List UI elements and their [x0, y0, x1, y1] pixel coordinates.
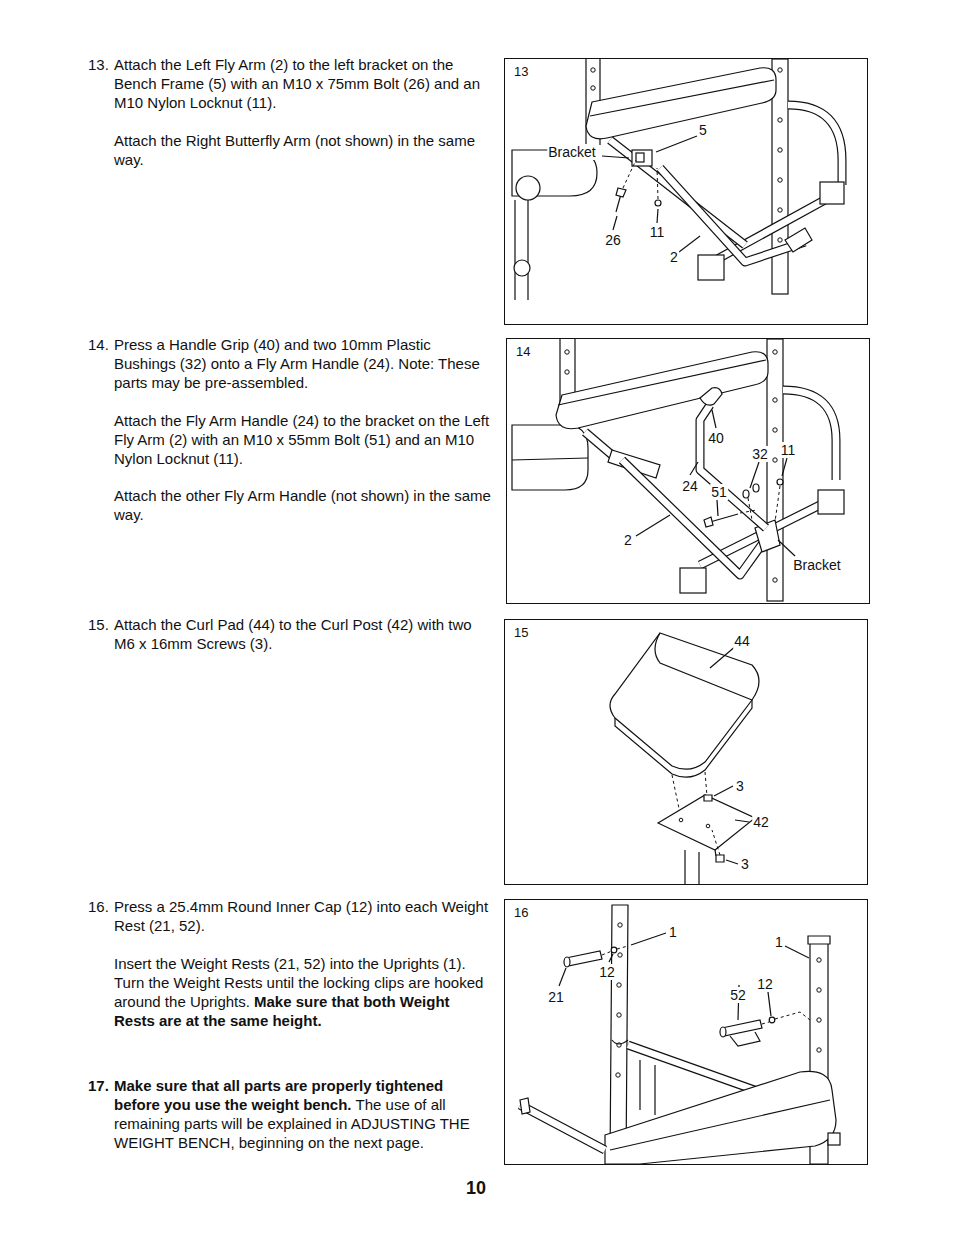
figure-panel: 16 — [504, 899, 868, 1165]
instruction-sentence: Attach the Right Butterfly Arm (not show… — [114, 132, 475, 168]
callout-number: 11 — [649, 224, 666, 240]
instruction-text: Attach the Left Fly Arm (2) to the left … — [114, 55, 492, 112]
callout-number: 3 — [740, 856, 750, 872]
instruction-sentence: Attach the other Fly Arm Handle (not sho… — [114, 487, 491, 523]
step-number: 15. — [88, 615, 109, 634]
callout-number: 5 — [698, 122, 708, 138]
callout-number: 26 — [604, 232, 622, 248]
step-number: 16. — [88, 897, 109, 916]
page-number: 10 — [465, 1178, 487, 1198]
instruction-text: Insert the Weight Rests (21, 52) into th… — [114, 954, 492, 1030]
step-13-drawing — [512, 59, 844, 300]
callout-number: Bracket — [547, 144, 596, 160]
step-number: 13. — [88, 55, 109, 74]
instruction-text: Press a 25.4mm Round Inner Cap (12) into… — [114, 897, 492, 935]
step-number: 17. — [88, 1076, 109, 1095]
callout-number: 3 — [735, 778, 745, 794]
instruction-text: Attach the other Fly Arm Handle (not sho… — [114, 486, 492, 524]
figure-panel: 13 — [504, 58, 868, 325]
callout-number: 44 — [733, 633, 751, 649]
callout-number: 1 — [774, 934, 784, 950]
callout-number: 52 — [729, 987, 747, 1003]
panel-number: 15 — [514, 625, 528, 640]
instruction-sentence: Attach the Fly Arm Handle (24) to the br… — [114, 412, 489, 467]
instruction-text: Attach the Right Butterfly Arm (not show… — [114, 131, 492, 169]
callout-number: 40 — [707, 430, 725, 446]
callout-number: 12 — [598, 964, 616, 980]
instruction-sentence: Attach the Left Fly Arm (2) to the left … — [114, 56, 480, 111]
step-15-drawing — [610, 633, 759, 884]
instruction-text: Make sure that all parts are properly ti… — [114, 1076, 492, 1152]
instruction-sentence: Press a 25.4mm Round Inner Cap (12) into… — [114, 898, 488, 934]
instruction-text: Press a Handle Grip (40) and two 10mm Pl… — [114, 335, 492, 392]
callout-number: 32 — [751, 446, 769, 462]
callout-number: 2 — [623, 532, 633, 548]
step-14-drawing — [512, 339, 844, 601]
callout-number: 11 — [780, 442, 797, 458]
instruction-sentence: Press a Handle Grip (40) and two 10mm Pl… — [114, 336, 480, 391]
panel-number: 14 — [516, 344, 530, 359]
callout-number: 24 — [681, 478, 699, 494]
instruction-text: Attach the Fly Arm Handle (24) to the br… — [114, 411, 492, 468]
callout-number: 2 — [669, 249, 679, 265]
callout-number: 42 — [752, 814, 770, 830]
callout-number: Bracket — [792, 557, 841, 573]
panel-number: 16 — [514, 905, 528, 920]
callout-number: 12 — [756, 976, 774, 992]
callout-number: 51 — [710, 484, 728, 500]
callout-number: 1 — [668, 924, 678, 940]
instruction-sentence: Attach the Curl Pad (44) to the Curl Pos… — [114, 616, 472, 652]
panel-number: 13 — [514, 64, 528, 79]
instruction-text: Attach the Curl Pad (44) to the Curl Pos… — [114, 615, 492, 653]
step-16-drawing — [520, 905, 840, 1164]
figure-panel: 15 — [504, 619, 868, 885]
step-number: 14. — [88, 335, 109, 354]
callout-number: 21 — [547, 989, 565, 1005]
